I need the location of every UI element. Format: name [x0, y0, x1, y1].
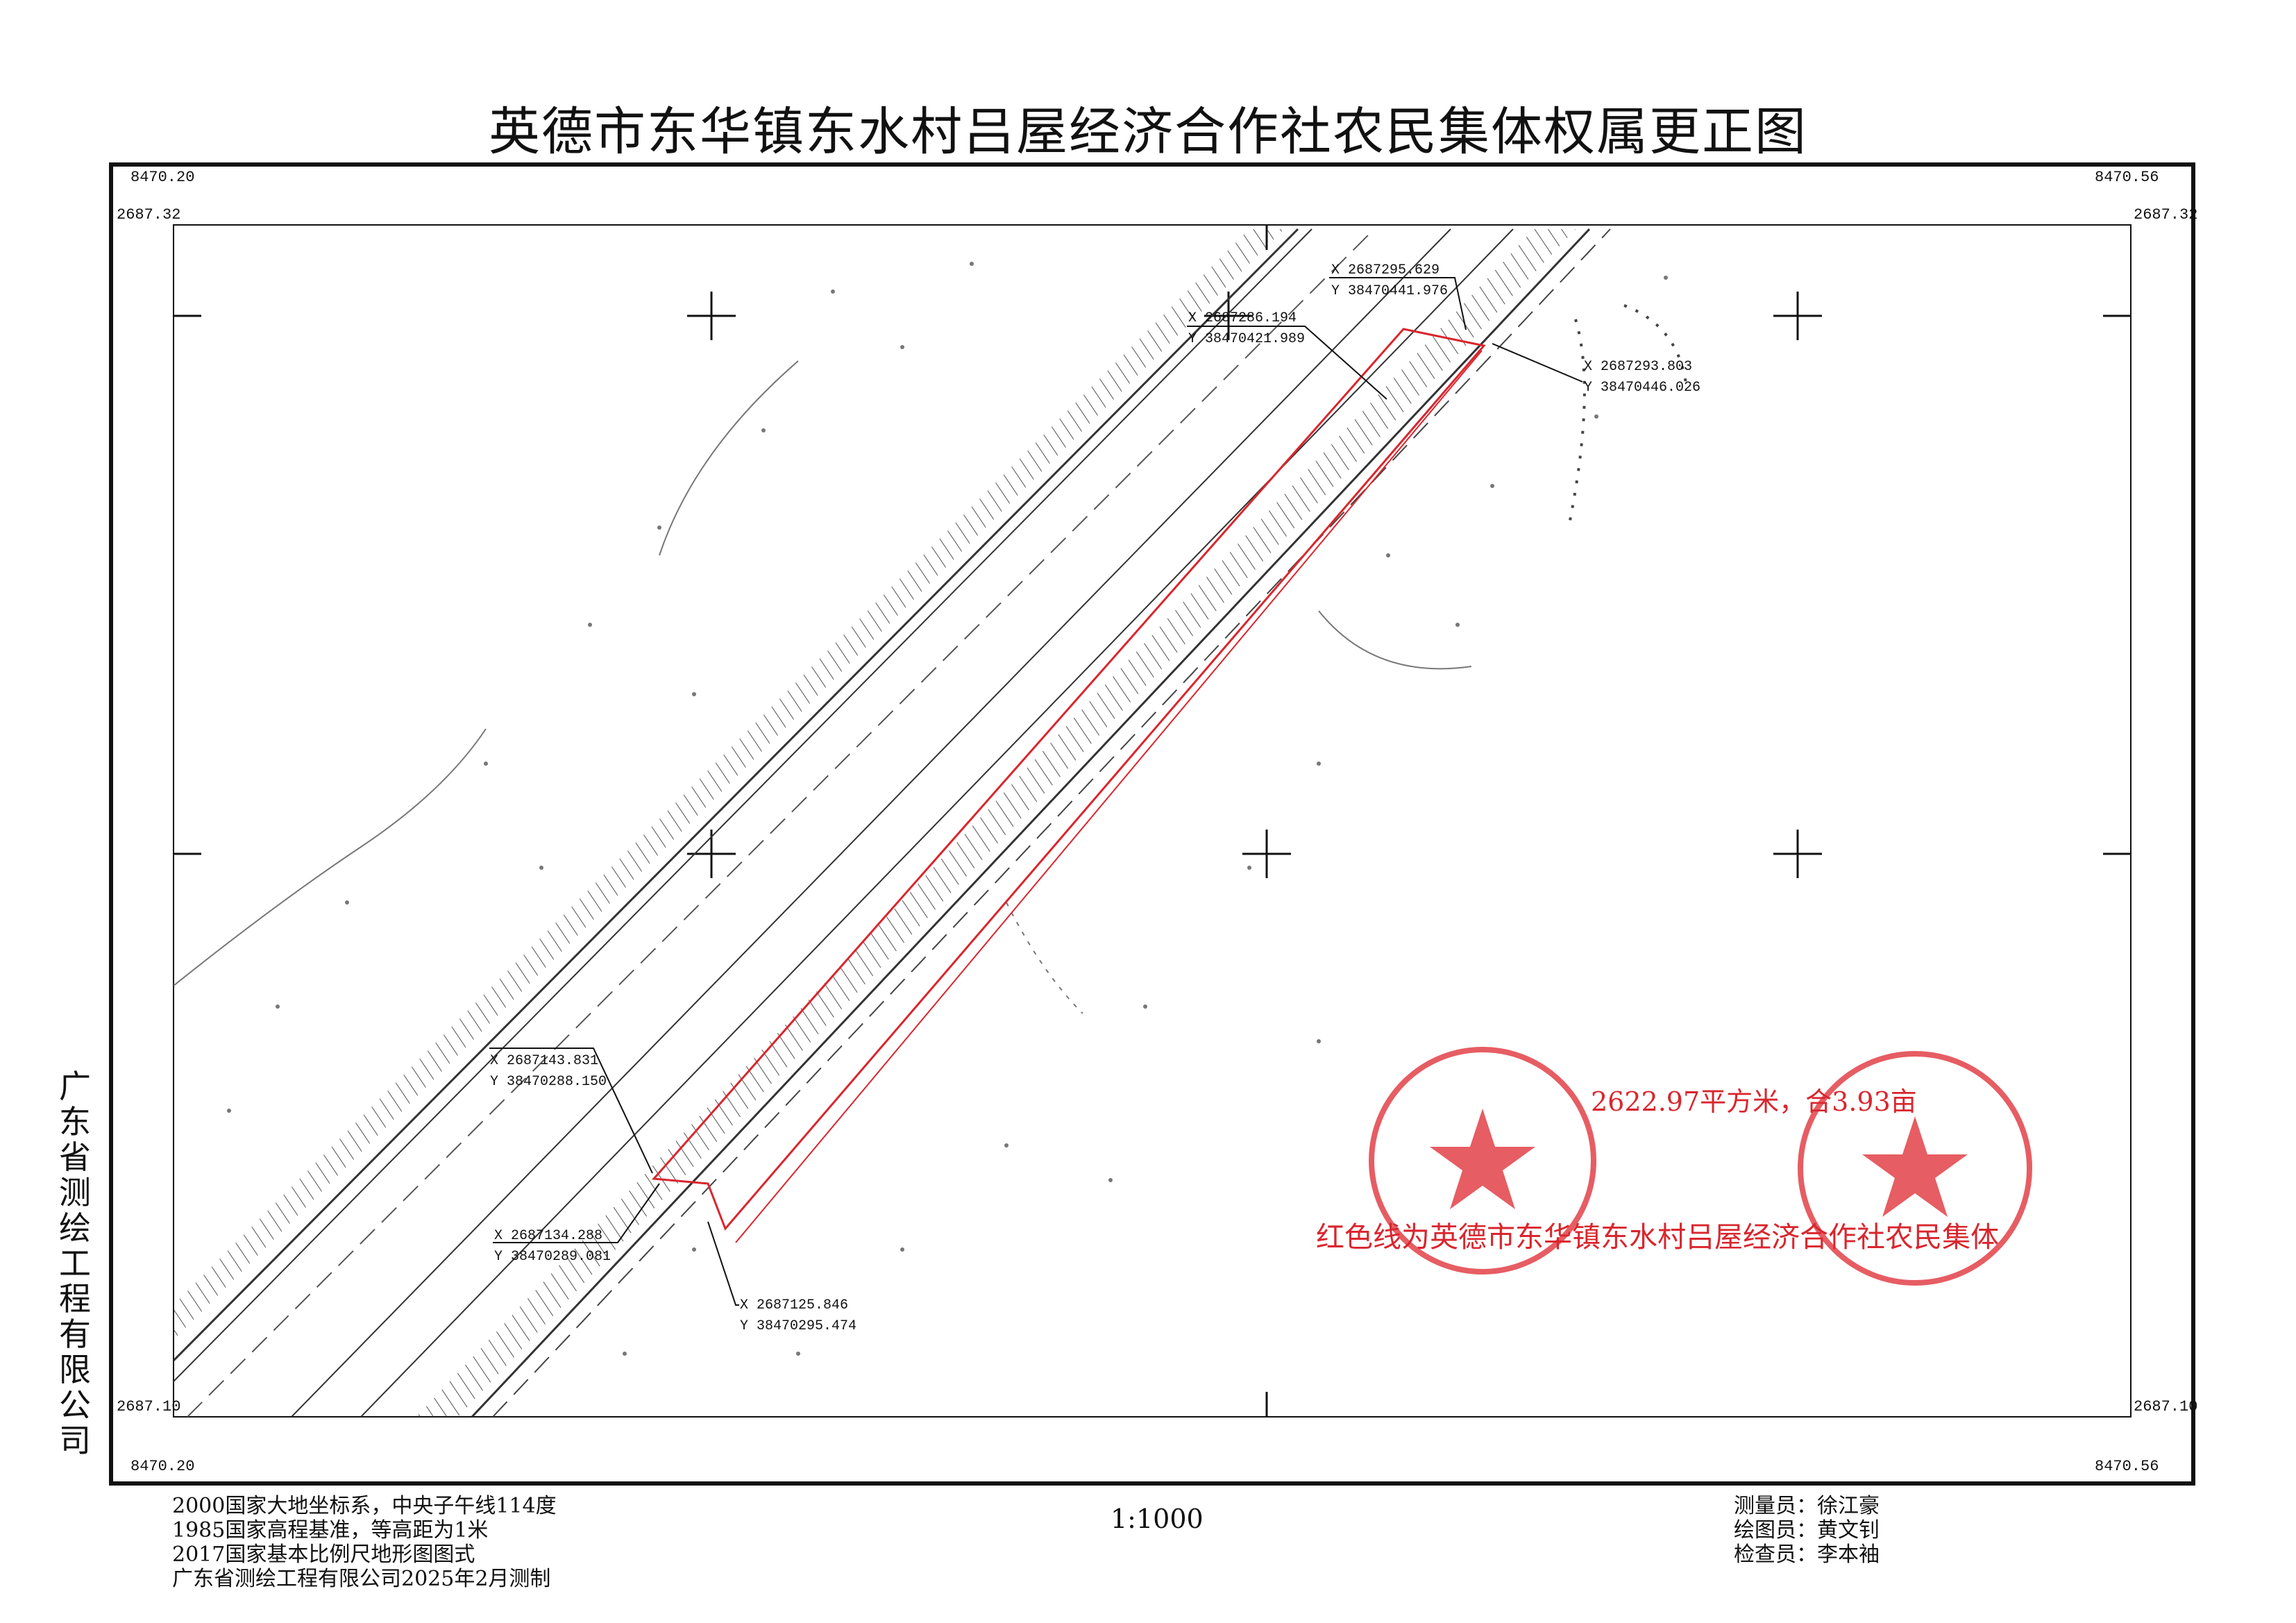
- frame-bottom-left-easting: 8470.20: [130, 1458, 195, 1475]
- map-content: [174, 228, 1688, 1417]
- footer-staff: 测量员：徐江豪 绘图员：黄文钊 检查员：李本袖: [1734, 1494, 1880, 1567]
- frame-left-top-northing: 2687.32: [117, 206, 181, 224]
- area-annotation: 2622.97平方米，合3.93亩: [1591, 1086, 1917, 1117]
- red-boundary: [651, 328, 1486, 1231]
- frame-top-left-easting: 8470.20: [130, 169, 195, 186]
- upper-embankment: [174, 229, 1284, 1340]
- inner-frame: [173, 224, 2132, 1418]
- seal-village-group: [1369, 1047, 1596, 1275]
- footer-left-notes: 2000国家大地坐标系，中央子午线114度 1985国家高程基准，等高距为1米 …: [172, 1494, 557, 1591]
- seal-town-government: [1798, 1051, 2032, 1286]
- map-title: 英德市东华镇东水村吕屋经济合作社农民集体权属更正图: [489, 102, 1807, 162]
- frame-right-top-northing: 2687.32: [2134, 206, 2198, 224]
- frame-top-right-easting: 8470.56: [2095, 169, 2159, 186]
- frame-bottom-right-easting: 8470.56: [2095, 1458, 2159, 1475]
- map-scale: 1:1000: [1111, 1504, 1204, 1534]
- seal-star-icon: [1430, 1109, 1535, 1209]
- frame-right-bottom-northing: 2687.10: [2134, 1398, 2198, 1415]
- outer-frame: [109, 162, 2195, 1486]
- seal-star-icon: [1862, 1116, 1968, 1217]
- vegetation-symbols: [227, 262, 1668, 1356]
- company-side-label: 广东省测绘工程有限公司: [59, 1068, 91, 1459]
- leader-lines: [489, 277, 1583, 1306]
- legend-text: 红色线为英德市东华镇东水村吕屋经济合作社农民集体: [1316, 1220, 1999, 1254]
- frame-left-bottom-northing: 2687.10: [117, 1398, 181, 1415]
